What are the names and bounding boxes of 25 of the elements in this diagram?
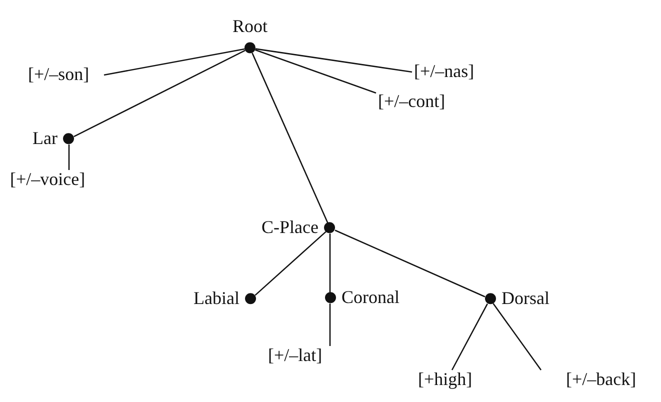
- tree-branch: [254, 49, 376, 94]
- feature-label: [+/–son]: [26, 65, 92, 85]
- tree-branch: [252, 52, 328, 224]
- tree-branch: [334, 230, 486, 298]
- tree-branch: [255, 48, 412, 73]
- node-label: Coronal: [342, 288, 400, 308]
- node-label: Labial: [194, 289, 240, 309]
- tree-branch: [254, 231, 326, 296]
- feature-label: [+/–cont]: [376, 92, 448, 112]
- node-label: Dorsal: [502, 289, 550, 309]
- feature-label: [+/–voice]: [8, 170, 88, 190]
- feature-label: [+/–back]: [564, 370, 638, 390]
- tree-branch: [329, 234, 331, 292]
- tree-branch: [329, 304, 331, 346]
- node-label: Root: [232, 16, 268, 36]
- tree-branch: [104, 48, 245, 76]
- node-label: C-Place: [262, 218, 318, 238]
- feature-label: [+/–nas]: [412, 62, 476, 82]
- node-label: Lar: [32, 129, 58, 149]
- tree-branch: [74, 50, 246, 138]
- tree-branch: [68, 144, 70, 170]
- tree-branch: [492, 303, 542, 370]
- feature-label: [+/–lat]: [266, 346, 324, 366]
- tree-branch: [451, 304, 488, 370]
- feature-label: [+high]: [416, 370, 474, 390]
